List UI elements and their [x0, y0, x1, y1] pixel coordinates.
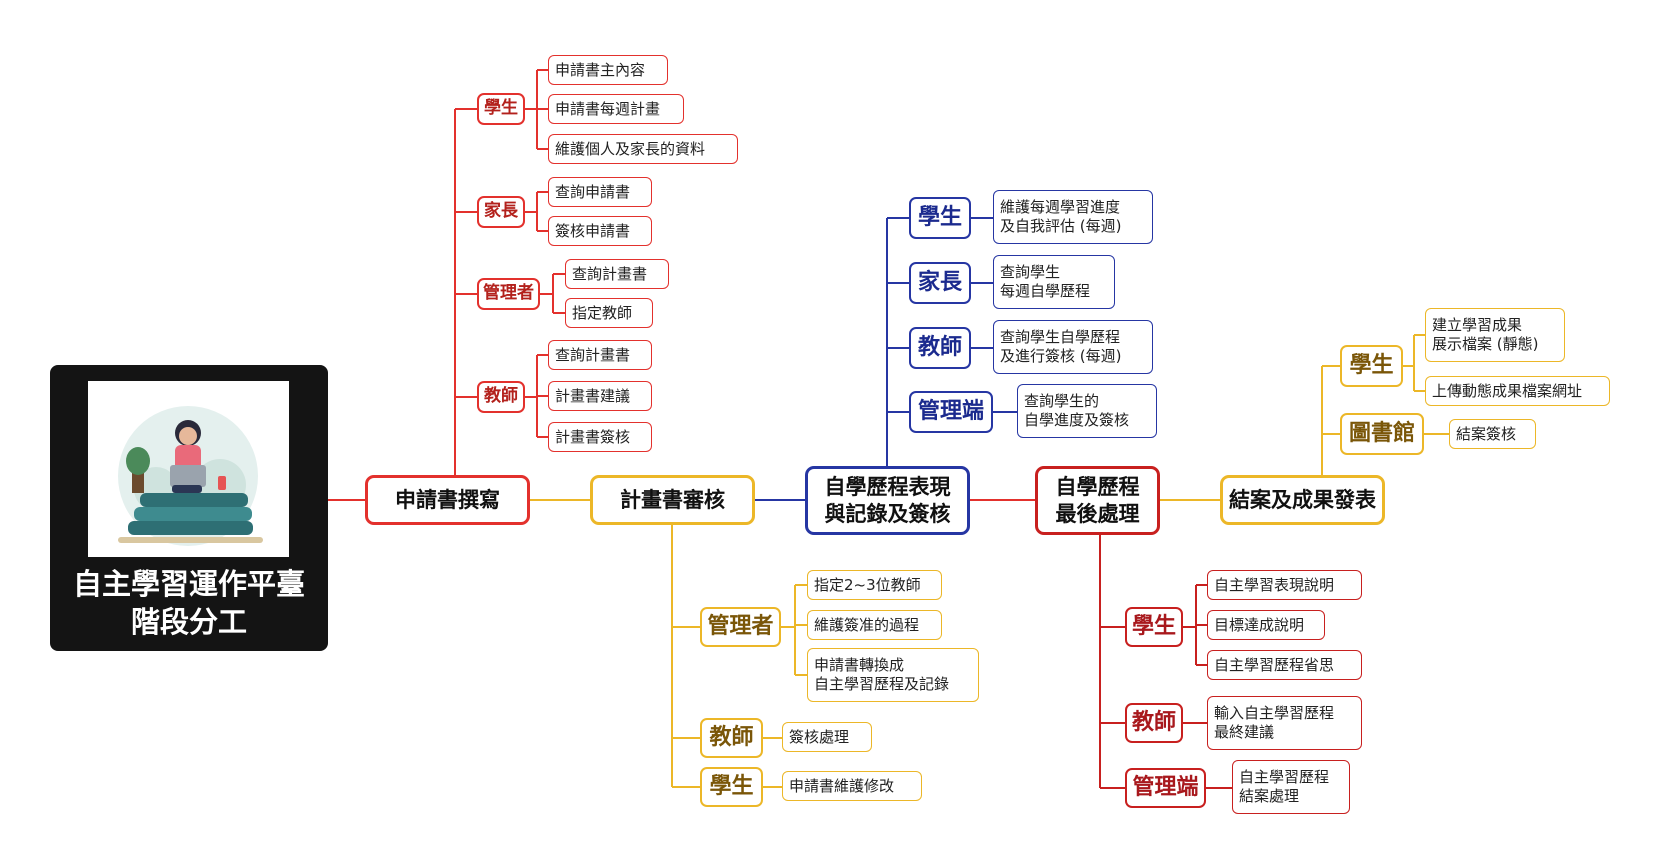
role-node-student[interactable]: 學生	[1125, 607, 1183, 647]
task-item[interactable]: 申請書每週計畫	[548, 94, 684, 124]
task-item[interactable]: 查詢計畫書	[548, 340, 652, 370]
stage-node-final-processing[interactable]: 自學歷程 最後處理	[1035, 466, 1160, 535]
role-node-student[interactable]: 學生	[700, 767, 763, 807]
task-item[interactable]: 指定2~3位教師	[807, 570, 942, 600]
task-item[interactable]: 查詢學生 每週自學歷程	[993, 255, 1115, 309]
task-item[interactable]: 維護個人及家長的資料	[548, 134, 738, 164]
stage-node-application-writing[interactable]: 申請書撰寫	[365, 475, 530, 525]
role-node-parent[interactable]: 家長	[909, 262, 971, 304]
role-node-library[interactable]: 圖書館	[1340, 413, 1424, 455]
role-node-student[interactable]: 學生	[477, 93, 525, 125]
task-item[interactable]: 計畫書簽核	[548, 422, 652, 452]
role-node-teacher[interactable]: 教師	[477, 381, 525, 413]
role-node-teacher[interactable]: 教師	[700, 718, 763, 758]
task-item[interactable]: 簽核處理	[782, 722, 872, 752]
student-laptop-illustration	[88, 381, 289, 557]
task-item[interactable]: 自主學習歷程省思	[1207, 650, 1362, 680]
task-item[interactable]: 上傳動態成果檔案網址	[1425, 376, 1610, 406]
root-node: 自主學習運作平臺 階段分工	[50, 365, 328, 651]
task-item[interactable]: 查詢計畫書	[565, 259, 669, 289]
role-node-admin[interactable]: 管理者	[477, 278, 540, 310]
role-node-student[interactable]: 學生	[1340, 345, 1403, 387]
role-node-teacher[interactable]: 教師	[1125, 703, 1183, 743]
role-node-parent[interactable]: 家長	[477, 196, 525, 228]
stage-node-plan-review[interactable]: 計畫書審核	[590, 475, 755, 525]
task-item[interactable]: 指定教師	[565, 298, 653, 328]
role-node-admin-side[interactable]: 管理端	[909, 391, 993, 433]
task-item[interactable]: 查詢申請書	[548, 177, 652, 207]
task-item[interactable]: 目標達成說明	[1207, 610, 1325, 640]
task-item[interactable]: 查詢學生自學歷程 及進行簽核 (每週)	[993, 320, 1153, 374]
task-item[interactable]: 申請書主內容	[548, 55, 668, 85]
stage-node-self-learning-record[interactable]: 自學歷程表現 與記錄及簽核	[805, 466, 970, 535]
task-item[interactable]: 自主學習歷程 結案處理	[1232, 760, 1350, 814]
task-item[interactable]: 建立學習成果 展示檔案 (靜態)	[1425, 308, 1565, 362]
task-item[interactable]: 自主學習表現說明	[1207, 570, 1362, 600]
task-item[interactable]: 維護每週學習進度 及自我評估 (每週)	[993, 190, 1153, 244]
task-item[interactable]: 輸入自主學習歷程 最終建議	[1207, 696, 1362, 750]
task-item[interactable]: 申請書維護修改	[782, 771, 922, 801]
role-node-student[interactable]: 學生	[909, 197, 971, 239]
task-item[interactable]: 查詢學生的 自學進度及簽核	[1017, 384, 1157, 438]
task-item[interactable]: 結案簽核	[1449, 419, 1536, 449]
role-node-admin[interactable]: 管理者	[700, 607, 781, 647]
role-node-teacher[interactable]: 教師	[909, 327, 971, 369]
role-node-admin-side[interactable]: 管理端	[1125, 768, 1206, 808]
root-title: 自主學習運作平臺 階段分工	[72, 567, 305, 639]
task-item[interactable]: 維護簽准的過程	[807, 610, 942, 640]
stage-node-closing-presentation[interactable]: 結案及成果發表	[1220, 475, 1385, 525]
task-item[interactable]: 申請書轉換成 自主學習歷程及記錄	[807, 648, 979, 702]
task-item[interactable]: 計畫書建議	[548, 381, 652, 411]
task-item[interactable]: 簽核申請書	[548, 216, 652, 246]
